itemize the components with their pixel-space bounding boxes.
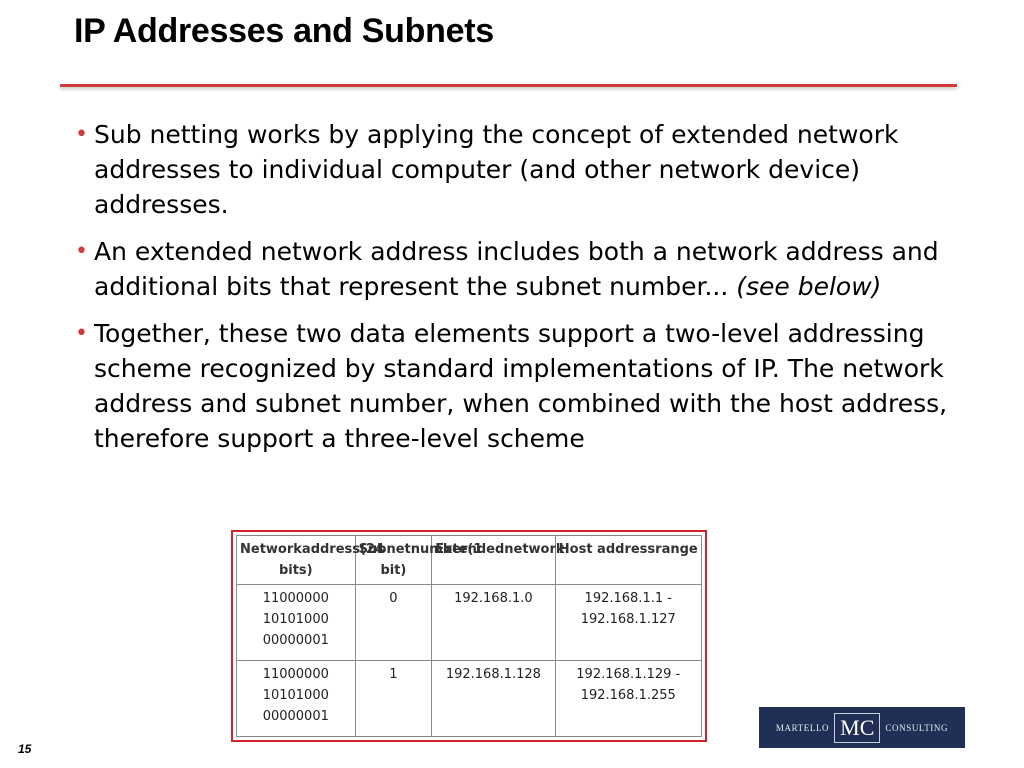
- bullet-item: • Together, these two data elements supp…: [74, 316, 954, 456]
- logo-right-text: CONSULTING: [885, 722, 949, 733]
- page-number: 15: [18, 742, 32, 756]
- bullet-dot-icon: •: [75, 122, 88, 147]
- bullet-italic-text: (see below): [736, 272, 882, 301]
- bullet-text: An extended network address includes bot…: [94, 237, 939, 301]
- bullet-dot-icon: •: [75, 239, 88, 264]
- bullet-list: • Sub netting works by applying the conc…: [74, 117, 954, 468]
- company-logo: MARTELLO MC CONSULTING: [759, 707, 965, 748]
- subnet-table: Networkaddress(24 bits) Subnetnumber(1 b…: [236, 535, 702, 737]
- cell-extended-network: 192.168.1.128: [431, 660, 556, 737]
- cell-subnet-number: 1: [354, 660, 433, 737]
- bullet-item: • Sub netting works by applying the conc…: [74, 117, 954, 222]
- logo-mark: MC: [834, 712, 881, 743]
- header-extended-network: Extendednetwork: [431, 535, 565, 585]
- title-divider: [60, 84, 957, 87]
- table-header-row: Networkaddress(24 bits) Subnetnumber(1 b…: [236, 535, 702, 585]
- cell-extended-network: 192.168.1.0: [431, 584, 556, 661]
- bullet-dot-icon: •: [75, 321, 88, 346]
- cell-subnet-number: 0: [354, 584, 433, 661]
- header-network-address: Networkaddress(24 bits): [236, 535, 384, 585]
- cell-host-range: 192.168.1.1 -192.168.1.127: [554, 584, 702, 661]
- bullet-text: Sub netting works by applying the concep…: [94, 120, 899, 219]
- cell-host-range: 192.168.1.129 -192.168.1.255: [554, 660, 702, 737]
- header-subnet-number: Subnetnumber(1 bit): [354, 535, 482, 585]
- bullet-text: Together, these two data elements suppor…: [94, 319, 948, 453]
- subnet-table-frame: Networkaddress(24 bits) Subnetnumber(1 b…: [231, 530, 707, 742]
- header-host-range: Host addressrange: [554, 535, 702, 585]
- logo-left-text: MARTELLO: [775, 722, 830, 733]
- slide-title: IP Addresses and Subnets: [74, 12, 494, 50]
- bullet-item: • An extended network address includes b…: [74, 234, 954, 304]
